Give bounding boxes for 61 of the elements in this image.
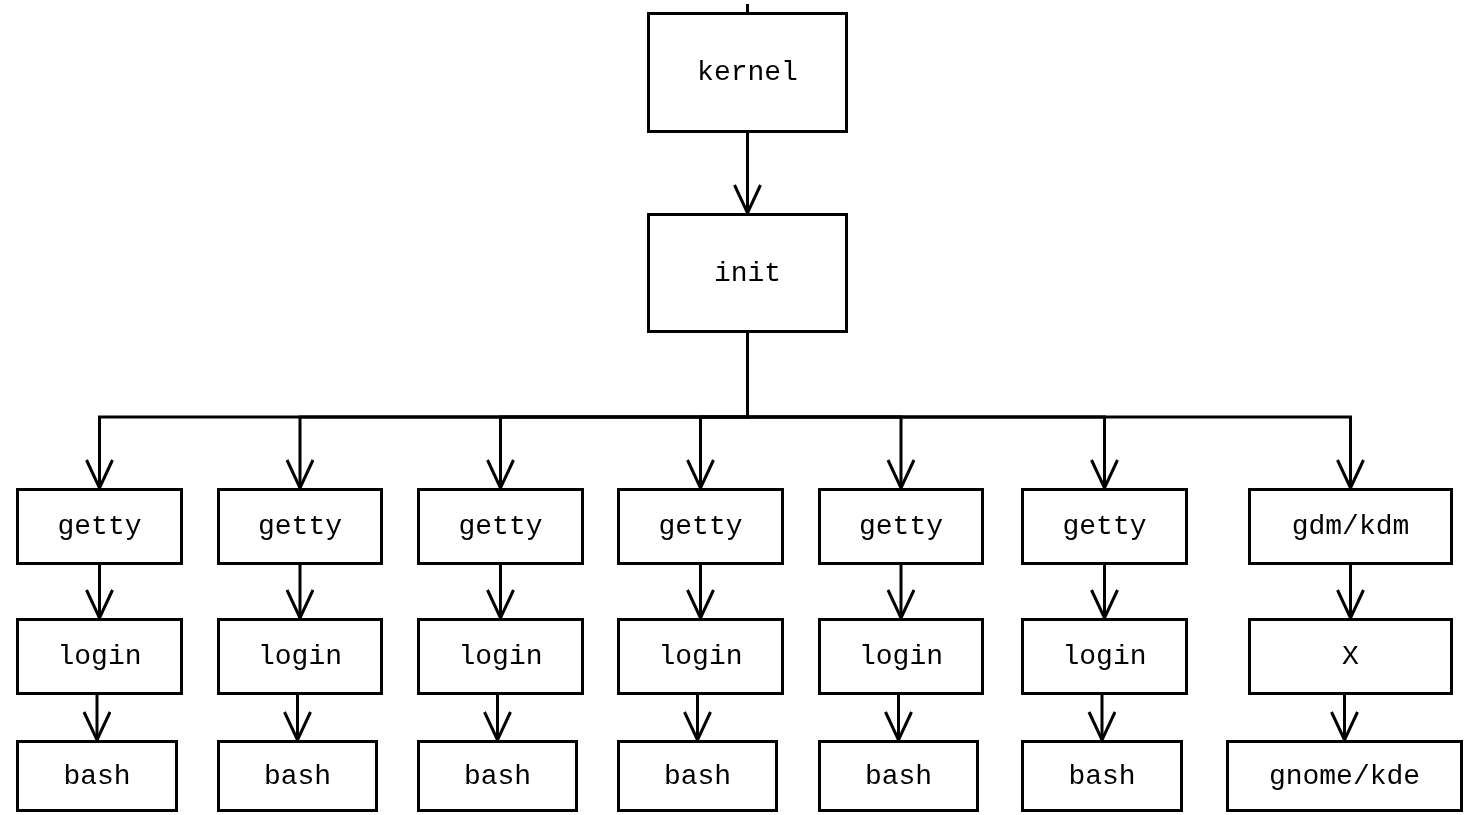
arrow xyxy=(285,565,315,620)
process-box xyxy=(217,618,383,695)
process-box xyxy=(417,740,578,812)
node-label: getty xyxy=(1062,511,1147,542)
process-box xyxy=(217,488,383,565)
process-box xyxy=(818,618,984,695)
node-label: bash xyxy=(1068,760,1136,792)
process-box xyxy=(1248,618,1453,695)
arrow xyxy=(1087,695,1117,742)
node-label: getty xyxy=(859,511,943,542)
node-label: bash xyxy=(63,760,131,792)
node-label: getty xyxy=(57,511,142,542)
arrow xyxy=(85,565,114,620)
arrow xyxy=(1330,695,1359,742)
arrow xyxy=(82,695,112,742)
arrow xyxy=(733,133,762,215)
process-box xyxy=(1021,618,1188,695)
process-box xyxy=(617,618,784,695)
node-label: login xyxy=(859,641,943,672)
node-label: login xyxy=(458,641,543,672)
arrow xyxy=(884,695,913,742)
process-box xyxy=(417,488,584,565)
process-box xyxy=(1248,488,1453,565)
node-label: getty xyxy=(658,511,743,542)
process-box xyxy=(1226,740,1463,812)
node-label: getty xyxy=(458,511,543,542)
process-box xyxy=(617,740,778,812)
arrow xyxy=(1090,565,1119,620)
arrow xyxy=(686,565,715,620)
node-label: X xyxy=(1342,641,1359,672)
node-label: gnome/kde xyxy=(1268,760,1421,792)
node-label: init xyxy=(713,257,782,289)
process-box xyxy=(16,740,178,812)
node-label: kernel xyxy=(697,57,798,88)
process-box xyxy=(16,618,183,695)
node-label: bash xyxy=(463,760,532,792)
arrow xyxy=(283,695,312,742)
arrow xyxy=(483,695,512,742)
node-label: getty xyxy=(258,511,342,542)
node-label: login xyxy=(1062,641,1147,672)
arrow xyxy=(683,695,712,742)
process-box xyxy=(1021,488,1188,565)
node-label: bash xyxy=(263,760,332,792)
process-box xyxy=(647,213,848,333)
process-box xyxy=(1021,740,1183,812)
process-box xyxy=(217,740,378,812)
arrow xyxy=(1336,565,1365,620)
node-label: bash xyxy=(864,760,933,792)
node-label: login xyxy=(658,641,743,672)
node-label: bash xyxy=(663,760,732,792)
arrow xyxy=(486,565,515,620)
arrow xyxy=(886,565,916,620)
process-box xyxy=(417,618,584,695)
process-box xyxy=(818,740,979,812)
process-box xyxy=(647,12,848,133)
process-box xyxy=(818,488,984,565)
process-box xyxy=(16,488,183,565)
node-label: login xyxy=(57,641,142,672)
process-box xyxy=(617,488,784,565)
node-label: login xyxy=(258,641,342,672)
node-label: gdm/kdm xyxy=(1291,511,1410,542)
